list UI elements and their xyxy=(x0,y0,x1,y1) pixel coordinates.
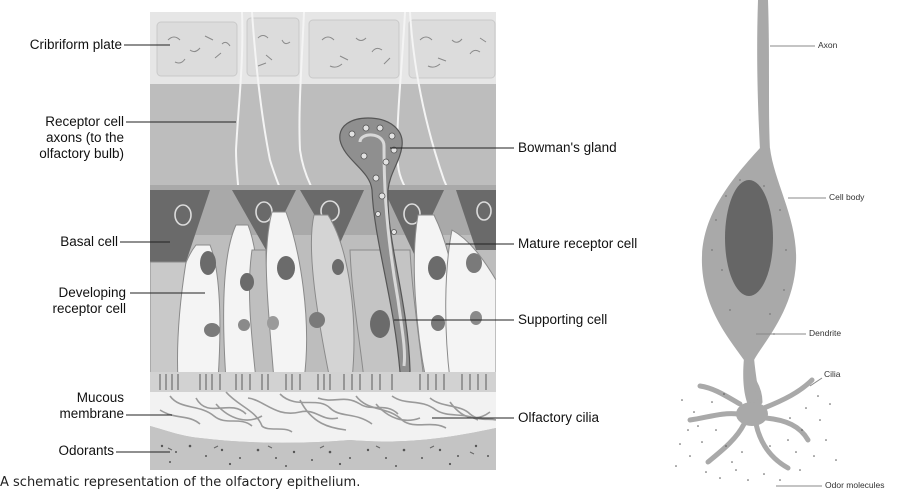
cribriform-plate xyxy=(150,12,496,84)
label-cilia: Cilia xyxy=(824,369,841,379)
label-odor-molecules: Odor molecules xyxy=(825,480,885,490)
mucous-layer xyxy=(150,392,496,443)
label-receptor-axons: Receptor cell axons (to the olfactory bu… xyxy=(39,114,124,162)
label-mature-receptor-cell: Mature receptor cell xyxy=(518,236,637,252)
label-basal-cell: Basal cell xyxy=(60,234,118,250)
label-cell-body: Cell body xyxy=(829,192,864,202)
label-cribriform-plate: Cribriform plate xyxy=(30,37,122,53)
label-dendrite: Dendrite xyxy=(809,328,841,338)
label-supporting-cell: Supporting cell xyxy=(518,312,607,328)
epithelium-panel xyxy=(150,12,496,470)
dendritic-knobs xyxy=(150,372,496,392)
neuron-nucleus xyxy=(725,180,773,296)
label-odorants: Odorants xyxy=(58,443,114,459)
label-bowmans-gland: Bowman's gland xyxy=(518,140,617,156)
label-olfactory-cilia: Olfactory cilia xyxy=(518,410,599,426)
label-developing-receptor-cell: Developing receptor cell xyxy=(52,285,126,317)
neuron-axon xyxy=(757,0,770,150)
olfactory-neuron xyxy=(675,0,837,486)
label-mucous-membrane: Mucous membrane xyxy=(59,390,124,422)
figure-caption: A schematic representation of the olfact… xyxy=(0,475,360,490)
label-axon: Axon xyxy=(818,40,837,50)
